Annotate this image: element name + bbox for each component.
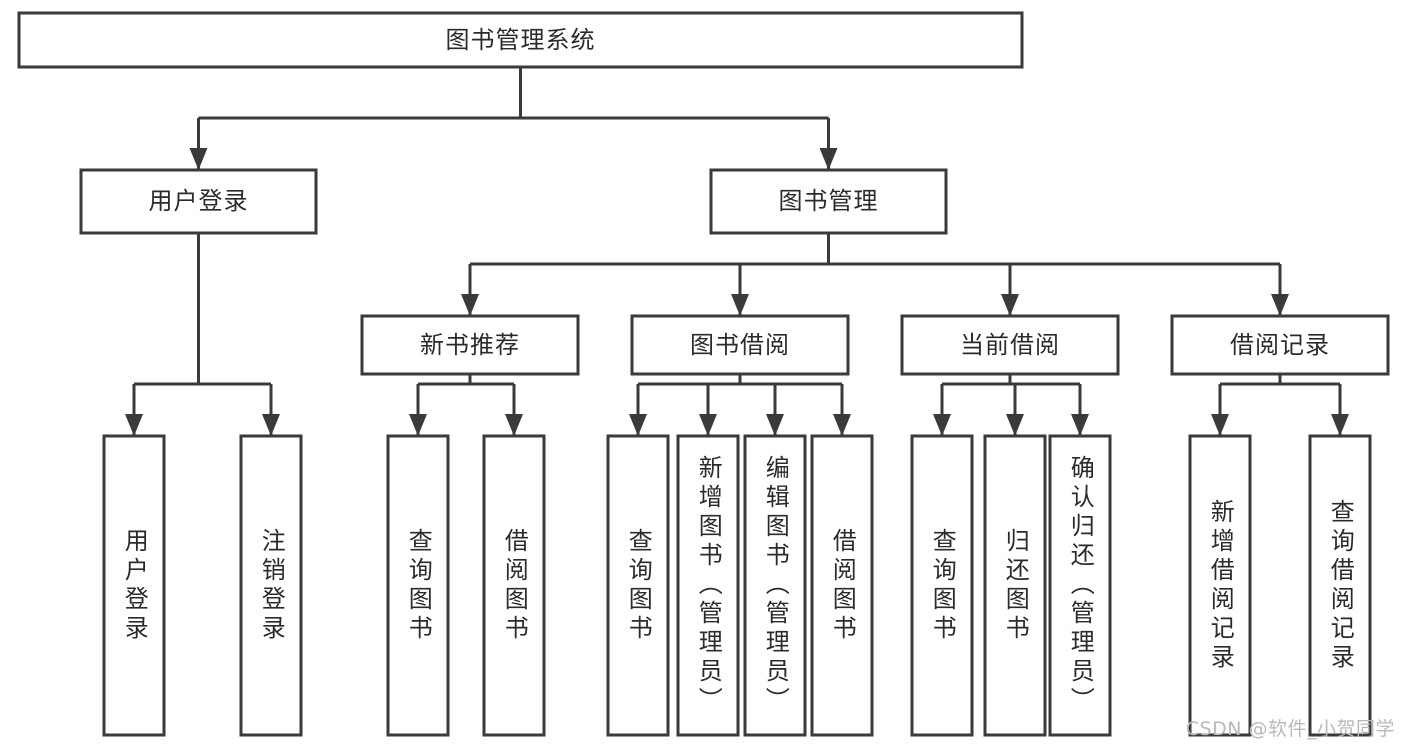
node-leaf-query-book-3-box[interactable] xyxy=(910,434,974,737)
node-leaf-query-borrow-record-box[interactable] xyxy=(1308,434,1372,737)
arrowhead-leaf-query-book-3 xyxy=(933,414,951,436)
arrowhead-current-borrow xyxy=(1001,294,1019,316)
node-book-borrow-box[interactable] xyxy=(630,314,850,376)
node-borrow-record-box[interactable] xyxy=(1170,314,1390,376)
arrowhead-borrow-record xyxy=(1271,294,1289,316)
node-leaf-return-book-box[interactable] xyxy=(983,434,1047,737)
arrowhead-leaf-borrow-book-2 xyxy=(833,414,851,436)
arrowhead-book-borrow xyxy=(731,294,749,316)
arrowhead-book-management xyxy=(819,148,838,170)
arrowhead-user-login xyxy=(189,148,208,170)
node-book-management-box[interactable] xyxy=(709,168,948,235)
node-leaf-borrow-book-2-box[interactable] xyxy=(810,434,874,737)
node-leaf-query-book-2-box[interactable] xyxy=(606,434,670,737)
node-leaf-edit-book-admin-box[interactable] xyxy=(743,434,807,737)
arrowhead-leaf-add-borrow-record xyxy=(1211,414,1229,436)
node-user-login-box[interactable] xyxy=(79,168,318,235)
arrowhead-leaf-add-book-admin xyxy=(699,414,717,436)
arrowhead-leaf-edit-book-admin xyxy=(766,414,784,436)
arrowhead-leaf-borrow-book-1 xyxy=(505,414,523,436)
node-leaf-query-book-1-box[interactable] xyxy=(386,434,450,737)
edges-layer xyxy=(125,67,1349,436)
watermark-text: CSDN @软件_小贺同学 xyxy=(1185,718,1395,740)
arrowhead-new-book-recommend xyxy=(461,294,479,316)
node-root-box[interactable] xyxy=(17,11,1024,69)
node-leaf-confirm-return-admin-box[interactable] xyxy=(1048,434,1112,737)
arrowhead-leaf-query-borrow-record xyxy=(1331,414,1349,436)
arrowhead-leaf-return-book xyxy=(1006,414,1024,436)
node-new-book-recommend-box[interactable] xyxy=(360,314,580,376)
arrowhead-leaf-logout-login xyxy=(262,414,280,436)
arrowhead-leaf-confirm-return-admin xyxy=(1071,414,1089,436)
node-leaf-logout-login-box[interactable] xyxy=(239,434,303,737)
node-leaf-add-book-admin-box[interactable] xyxy=(676,434,740,737)
arrowhead-leaf-query-book-2 xyxy=(629,414,647,436)
arrowhead-leaf-query-book-1 xyxy=(409,414,427,436)
node-leaf-borrow-book-1-box[interactable] xyxy=(482,434,546,737)
node-leaf-add-borrow-record-box[interactable] xyxy=(1188,434,1252,737)
nodes-layer xyxy=(17,11,1390,737)
node-leaf-user-login-box[interactable] xyxy=(102,434,166,737)
arrowhead-leaf-user-login xyxy=(125,414,143,436)
node-current-borrow-box[interactable] xyxy=(900,314,1120,376)
